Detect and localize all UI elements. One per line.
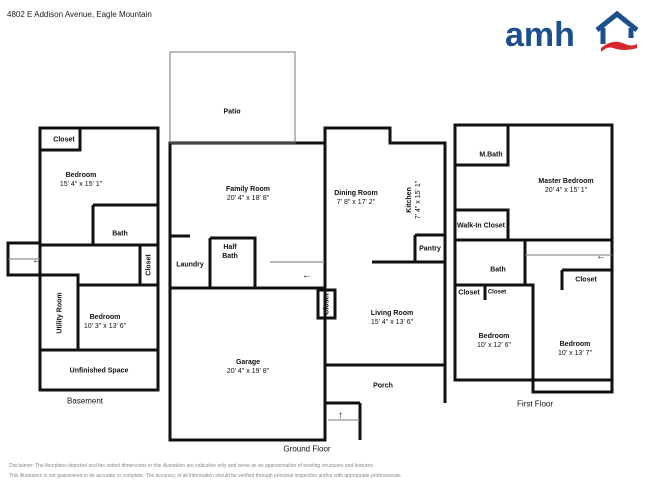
- room-closet: Closet: [575, 276, 597, 284]
- patio-outline: [169, 51, 296, 144]
- room-master-bath: M.Bath: [479, 151, 503, 159]
- room-bath: Bath: [112, 230, 128, 238]
- room-bath: Bath: [490, 266, 506, 274]
- room-closet: Closet: [458, 289, 480, 297]
- house-logo-icon: amh: [505, 10, 639, 54]
- stair-arrow-icon: ↑: [338, 410, 343, 421]
- disclaimer-line: Disclaimer: The floorplans depicted and …: [9, 463, 375, 469]
- floor-label-ground: Ground Floor: [283, 444, 331, 454]
- room-closet: Closet: [145, 254, 153, 276]
- stair-arrow-icon: ←: [596, 251, 606, 262]
- room-porch: Porch: [373, 382, 393, 390]
- room-laundry: Laundry: [176, 261, 204, 269]
- room-half-bath: Half Bath: [222, 244, 238, 260]
- disclaimer: Disclaimer: The floorplans depicted and …: [9, 461, 402, 481]
- room-walk-in-closet: Walk-In Closet: [457, 222, 505, 230]
- amh-logo: amh: [505, 10, 640, 55]
- room-closet: Closet: [53, 136, 75, 144]
- stair-arrow-icon: ←: [302, 270, 312, 281]
- room-pantry: Pantry: [419, 245, 441, 253]
- room-patio: Patio: [223, 108, 241, 116]
- floor-label-first: First Floor: [517, 399, 553, 409]
- disclaimer-line: This illustration is not guaranteed to b…: [9, 473, 402, 479]
- room-utility: Utility Room: [56, 292, 64, 334]
- floor-label-basement: Basement: [66, 396, 104, 406]
- room-unfinished: Unfinished Space: [69, 367, 129, 375]
- room-closet: Closet: [487, 289, 507, 296]
- room-closet: Closet: [323, 293, 331, 315]
- property-address: 4802 E Addison Avenue, Eagle Mountain: [7, 10, 152, 19]
- svg-text:amh: amh: [505, 16, 575, 54]
- stair-arrow-icon: ←: [32, 255, 42, 266]
